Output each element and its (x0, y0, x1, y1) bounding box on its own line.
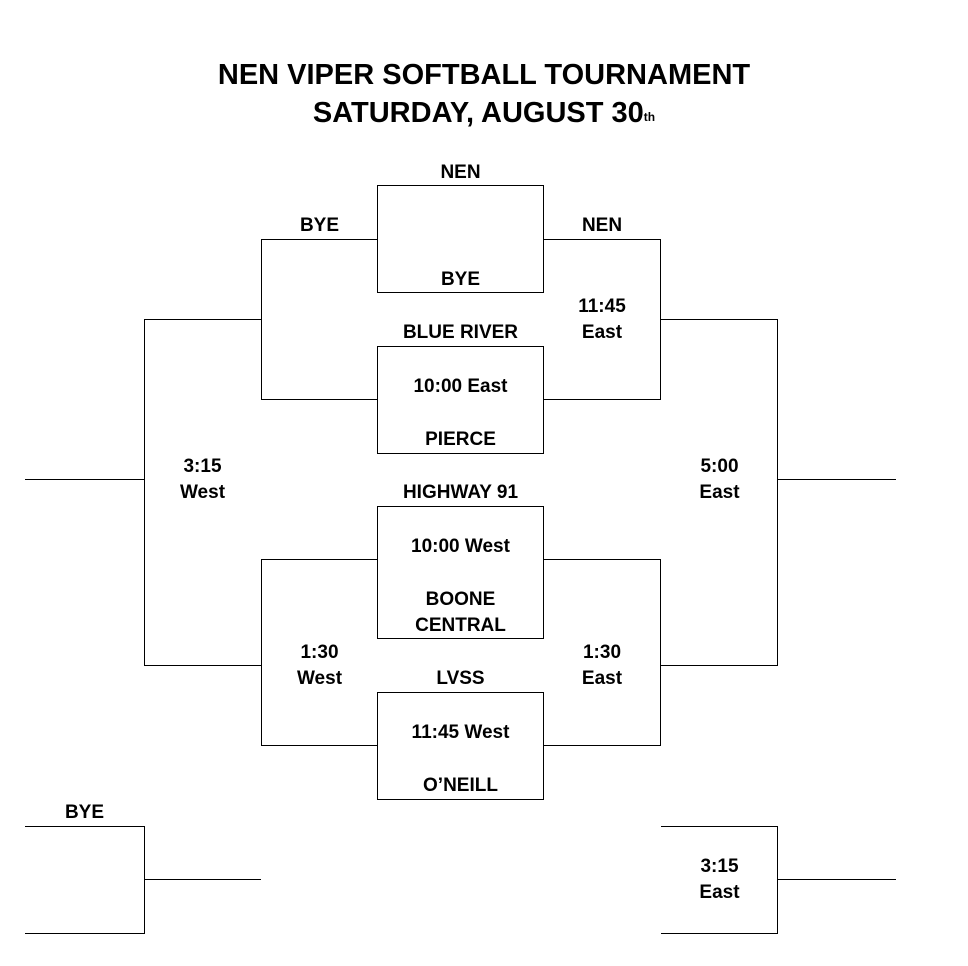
left-bye-label: BYE (299, 215, 340, 236)
right-5-00-time: 5:00 (700, 456, 739, 477)
left-outer-bracket (144, 319, 261, 666)
g1-top-team: NEN (440, 162, 481, 183)
g3-bottom-team-line2: CENTRAL (415, 615, 506, 636)
g4-bottom-team: O’NEILL (423, 775, 498, 796)
g2-bottom-team: PIERCE (425, 429, 496, 450)
right-bottom-bracket (544, 559, 661, 746)
left-top-bracket (261, 239, 377, 400)
g1-bottom-team: BYE (440, 269, 481, 290)
left-3-15-site: West (179, 482, 226, 503)
game-box-4 (377, 692, 544, 800)
right-top-bracket (544, 239, 661, 400)
right-5-00-site: East (699, 482, 740, 503)
left-1-30-site: West (296, 668, 343, 689)
right-11-45-time: 11:45 (578, 296, 626, 317)
right-outer-bracket (661, 319, 778, 666)
tournament-title: NEN VIPER SOFTBALL TOURNAMENT (217, 59, 751, 91)
left-3-15-time: 3:15 (183, 456, 222, 477)
game-box-1 (377, 185, 544, 293)
g3-top-team: HIGHWAY 91 (402, 482, 519, 503)
g2-top-team: BLUE RIVER (402, 322, 519, 343)
g4-top-team: LVSS (436, 668, 485, 689)
bottom-3-15-site: East (699, 882, 740, 903)
g4-time: 11:45 West (411, 722, 510, 743)
g2-time: 10:00 East (413, 376, 508, 397)
right-1-30-site: East (581, 668, 623, 689)
left-1-30-time: 1:30 (300, 642, 339, 663)
bottom-3-15-game: 3:15 East (661, 854, 778, 906)
right-11-45-site: East (581, 322, 623, 343)
g3-time: 10:00 West (411, 536, 510, 557)
right-11-45-game: 11:45 East (543, 294, 661, 346)
game-box-3 (377, 506, 544, 639)
bottom-3-15-time: 3:15 (700, 856, 739, 877)
bottom-right-bracket (661, 826, 778, 934)
g3-bottom-team-line1: BOONE (425, 589, 496, 610)
right-1-30-game: 1:30 East (543, 640, 661, 692)
date-suffix: th (643, 110, 656, 124)
left-3-15-game: 3:15 West (144, 454, 261, 506)
bottom-left-bracket (25, 826, 145, 934)
left-bottom-bracket (261, 559, 377, 746)
game-box-2 (377, 346, 544, 454)
g3-bottom-team: BOONE CENTRAL (377, 587, 544, 639)
left-1-30-game: 1:30 West (261, 640, 378, 692)
tournament-date: SATURDAY, AUGUST 30th (0, 96, 968, 130)
right-nen-label: NEN (581, 215, 623, 236)
date-text: SATURDAY, AUGUST 30 (312, 97, 644, 129)
right-1-30-time: 1:30 (582, 642, 622, 663)
bottom-bye-label: BYE (64, 802, 105, 823)
right-5-00-game: 5:00 East (661, 454, 778, 506)
